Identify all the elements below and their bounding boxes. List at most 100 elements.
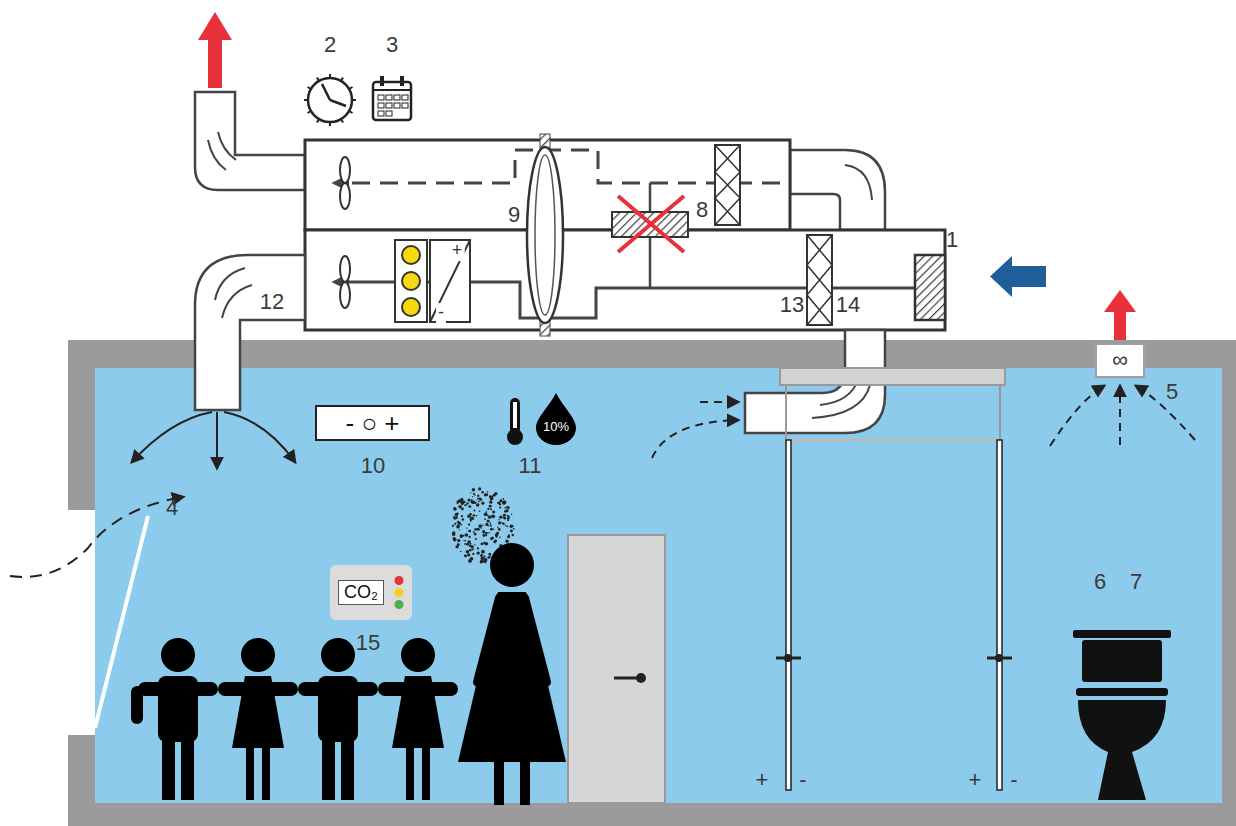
person-figure xyxy=(321,638,355,672)
silencer-element xyxy=(402,246,420,264)
dust-particles xyxy=(468,505,471,508)
dust-particles xyxy=(487,520,489,522)
timer-clock xyxy=(304,74,356,126)
dust-particles xyxy=(494,492,497,495)
person-figure xyxy=(458,543,566,805)
heat-recovery-wheel xyxy=(527,147,563,323)
polarity-sign: - xyxy=(797,768,808,792)
timer-clock xyxy=(308,78,352,122)
dust-particles xyxy=(508,534,510,536)
dust-particles xyxy=(469,549,472,552)
calendar-icon xyxy=(402,95,408,100)
dust-particles xyxy=(455,545,458,548)
dust-particles xyxy=(479,511,481,513)
calendar-icon xyxy=(386,95,392,100)
exhaust-duct xyxy=(195,92,305,190)
exhaust-valve-box: ∞ xyxy=(1095,343,1145,378)
person-figure xyxy=(232,676,284,748)
tilted-window xyxy=(95,516,148,728)
dust-particles xyxy=(490,537,493,540)
dust-particles xyxy=(472,488,475,491)
timer-clock xyxy=(341,119,343,122)
exhaust-valve xyxy=(1114,310,1126,340)
calendar-icon xyxy=(373,82,411,120)
dust-particles xyxy=(476,499,477,500)
dust-particles xyxy=(474,515,475,516)
dust-particles xyxy=(458,505,462,509)
dust-particles xyxy=(452,532,456,536)
status-light xyxy=(395,576,404,585)
calendar-icon xyxy=(378,95,408,116)
extract-filter xyxy=(715,145,740,225)
person-figure xyxy=(478,598,500,682)
supply-filter xyxy=(807,235,832,325)
callout-number: 8 xyxy=(694,198,710,222)
calendar-icon xyxy=(386,111,392,116)
dust-particles xyxy=(470,500,473,503)
dust-particles xyxy=(503,500,507,504)
dust-particles xyxy=(483,534,486,537)
dust-particles xyxy=(477,495,479,497)
dust-particles xyxy=(490,496,493,499)
dust-particles xyxy=(455,513,458,516)
dust-particles xyxy=(511,514,512,515)
door xyxy=(568,535,665,803)
dust-particles xyxy=(493,529,494,530)
timer-clock xyxy=(317,77,319,80)
dust-particles xyxy=(470,543,472,545)
person-figure xyxy=(218,638,298,800)
thermometer xyxy=(510,398,520,434)
dust-particles xyxy=(473,493,475,495)
dust-particles xyxy=(505,540,508,543)
humidity-drop: 10% xyxy=(535,392,577,446)
dust-particles xyxy=(473,518,474,519)
person-figure xyxy=(406,745,414,800)
dust-particles xyxy=(465,533,469,537)
dust-particles xyxy=(452,525,454,527)
dust-particles xyxy=(464,554,467,557)
door xyxy=(636,673,646,683)
dust-particles xyxy=(489,505,492,508)
dust-particles xyxy=(482,525,484,527)
dust-particles xyxy=(499,499,502,502)
dust-particles xyxy=(462,518,464,520)
heater-cooler-coil xyxy=(430,240,470,322)
dust-particles xyxy=(488,553,491,556)
person-figure xyxy=(524,598,546,682)
calendar-icon xyxy=(373,76,411,120)
supply-air-arrows xyxy=(216,412,218,468)
dust-particles xyxy=(469,513,472,516)
dust-particles xyxy=(457,521,460,524)
air-handling-unit xyxy=(845,165,872,200)
drop-shape xyxy=(536,393,576,445)
dust-particles xyxy=(507,506,510,509)
fan xyxy=(340,183,350,209)
tilted-window xyxy=(10,497,183,577)
dust-particles xyxy=(470,519,472,521)
dust-particles xyxy=(481,502,484,505)
callout-number: 1 xyxy=(944,228,960,252)
person-figure xyxy=(138,638,218,800)
intake-grille xyxy=(915,255,1046,320)
partition-frame xyxy=(995,654,1003,662)
timer-clock xyxy=(317,119,319,122)
bypass-damper xyxy=(618,196,684,252)
dust-particles xyxy=(483,531,485,533)
return-air-arrows xyxy=(652,402,738,458)
person-figure xyxy=(241,638,275,672)
callout-number: 2 xyxy=(322,33,338,57)
intake-grille xyxy=(990,256,1012,297)
dust-particles xyxy=(474,533,477,536)
return-air-arrows xyxy=(700,401,738,403)
silencer-element xyxy=(402,272,420,290)
dust-particles xyxy=(453,507,455,509)
intake-grille xyxy=(915,255,945,320)
dust-particles xyxy=(489,532,490,533)
exhaust-duct xyxy=(208,36,222,88)
air-handling-unit xyxy=(790,150,885,230)
polarity-sign: + xyxy=(754,768,771,792)
dust-particles xyxy=(493,540,496,543)
calendar-icon xyxy=(378,103,384,108)
room-walls xyxy=(68,340,1236,826)
dust-particles xyxy=(474,495,475,496)
